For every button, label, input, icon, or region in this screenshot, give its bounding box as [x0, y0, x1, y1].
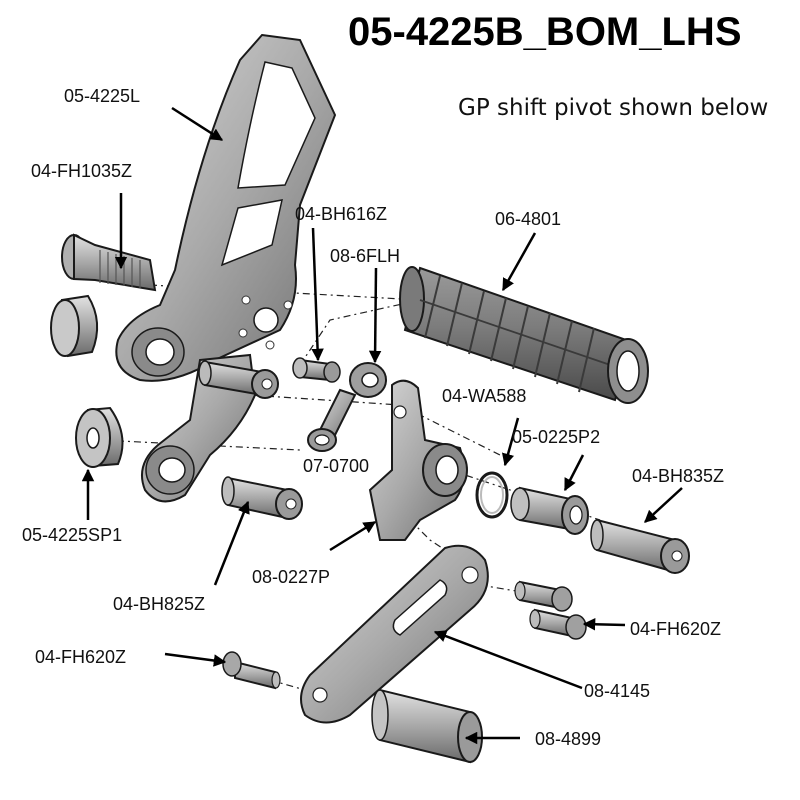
label-04-FH620Z-right: 04-FH620Z	[630, 619, 721, 639]
part-spacer-upper	[50, 294, 99, 358]
part-bushing-05-0225P2	[510, 486, 589, 535]
part-bracket-lower-arm	[141, 353, 257, 503]
part-spacer-05-4225SP1	[75, 406, 124, 468]
label-04-BH835Z: 04-BH835Z	[632, 466, 724, 486]
diagram-title: 05-4225B_BOM_LHS	[348, 10, 742, 54]
label-08-4145: 08-4145	[584, 681, 650, 701]
label-04-FH620Z-left: 04-FH620Z	[35, 647, 126, 667]
part-screws-04-FH620Z-right	[514, 580, 587, 640]
part-pin-04-BH616Z	[292, 357, 341, 383]
part-labels: 05-4225L 04-FH1035Z 04-BH616Z 06-4801 08…	[22, 86, 724, 749]
label-04-BH616Z: 04-BH616Z	[295, 204, 387, 224]
part-grip-06-4801	[399, 266, 649, 404]
label-05-4225SP1: 05-4225SP1	[22, 525, 122, 545]
label-08-6FLH: 08-6FLH	[330, 246, 400, 266]
label-04-BH825Z: 04-BH825Z	[113, 594, 205, 614]
diagram-subtitle: GP shift pivot shown below	[458, 95, 768, 121]
part-circlip-04-WA588	[475, 471, 509, 519]
part-screw-04-FH620Z-left	[222, 651, 281, 690]
label-06-4801: 06-4801	[495, 209, 561, 229]
part-bolt-04-FH1035Z	[61, 233, 157, 292]
part-pivot-pin	[198, 360, 279, 399]
part-rodend-08-6FLH	[307, 362, 387, 452]
label-08-4899: 08-4899	[535, 729, 601, 749]
label-07-0700: 07-0700	[303, 456, 369, 476]
part-bolt-04-BH835Z	[590, 518, 690, 574]
part-lever-08-4145	[300, 544, 489, 724]
part-shift-arm-08-0227P	[368, 379, 468, 541]
part-sleeve-08-4899	[371, 688, 483, 764]
label-05-0225P2: 05-0225P2	[512, 427, 600, 447]
leader-lines	[81, 106, 683, 745]
label-04-FH1035Z: 04-FH1035Z	[31, 161, 132, 181]
part-bracket-05-4225L	[115, 33, 337, 382]
label-08-0227P: 08-0227P	[252, 567, 330, 587]
label-05-4225L: 05-4225L	[64, 86, 140, 106]
label-04-WA588: 04-WA588	[442, 386, 526, 406]
part-bolt-04-BH825Z	[221, 476, 303, 520]
